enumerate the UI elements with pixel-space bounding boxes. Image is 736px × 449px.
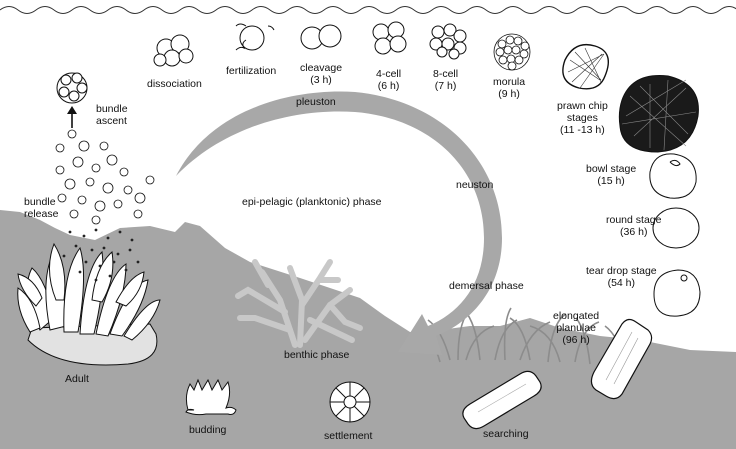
label-searching: searching (483, 428, 529, 440)
label-morula: morula(9 h) (493, 76, 526, 100)
prawn-chip-small-figure (562, 43, 609, 90)
label-pleuston: pleuston (296, 96, 336, 108)
bowl-stage-figure (649, 153, 697, 199)
dissociation-figure (153, 34, 194, 67)
label-dissociation: dissociation (147, 78, 202, 90)
label-neuston: neuston (456, 179, 494, 191)
label-demersal-phase: demersal phase (449, 280, 524, 292)
eight-cell-figure (429, 23, 467, 60)
label-adult: Adult (65, 373, 89, 385)
settlement-figure (329, 381, 371, 423)
tear-drop-figure (653, 269, 701, 317)
label-settlement: settlement (324, 430, 373, 442)
gamete-dots (62, 228, 140, 282)
label-round-stage: round stage(36 h) (606, 214, 662, 238)
label-4-cell: 4-cell(6 h) (376, 68, 402, 92)
elongated-planula-figure (590, 318, 653, 400)
water-surface (0, 6, 736, 14)
morula-figure (493, 33, 531, 71)
label-cleavage: cleavage(3 h) (300, 62, 343, 86)
label-fertilization: fertilization (226, 65, 277, 77)
cleavage-figure (300, 24, 342, 50)
four-cell-figure (372, 21, 407, 55)
label-budding: budding (189, 424, 227, 436)
bundle-release-particles (55, 129, 155, 225)
round-stage-figure (652, 207, 700, 249)
branching-coral (235, 259, 363, 348)
adult-coral (17, 242, 161, 366)
seafloor (0, 210, 736, 449)
budding-figure (185, 378, 237, 416)
bundle-figure (56, 72, 88, 104)
label-8-cell: 8-cell(7 h) (433, 68, 459, 92)
label-epi-pelagic-phase: epi-pelagic (planktonic) phase (242, 196, 382, 208)
label-benthic-phase: benthic phase (284, 349, 350, 361)
searching-figure (462, 370, 542, 430)
prawn-chip-large-figure (618, 75, 699, 153)
ascent-arrow (67, 106, 77, 128)
label-bowl-stage: bowl stage(15 h) (586, 163, 637, 187)
label-tear-drop-stage: tear drop stage(54 h) (586, 265, 657, 289)
fertilization-figure (235, 23, 275, 51)
